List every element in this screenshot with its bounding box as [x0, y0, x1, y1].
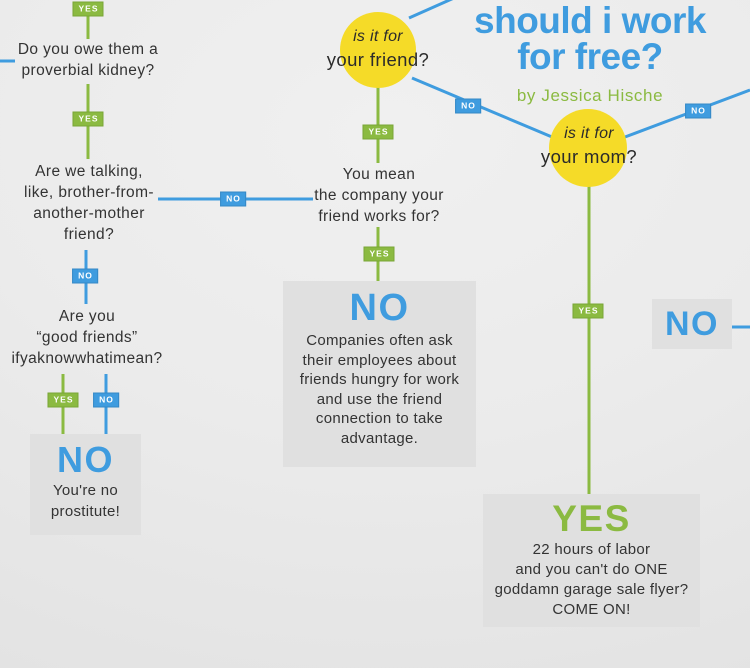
line-friend-no-mom: [411, 76, 553, 139]
poster-byline: by Jessica Hische: [516, 86, 664, 105]
badge-yes-top-left: YES: [72, 1, 104, 17]
question-good-friends: Are you “good friends” ifyaknowwhatimean…: [11, 308, 163, 367]
question-brother: Are we talking, like, brother-from- anot…: [24, 163, 154, 243]
mom-circle-label: is it for your mom?: [509, 125, 669, 168]
badge-no-good-friends: NO: [93, 392, 119, 408]
mom-decision-circle: [549, 109, 627, 187]
friend-circle-prefix: is it for: [353, 28, 403, 45]
line-friend-circle-up: [408, 0, 454, 20]
mom-yes-note: 22 hours of labor and you can't do ONE g…: [494, 541, 689, 618]
poster-title: should i work for free?: [474, 0, 706, 77]
outcome-box-offscreen-no: NO: [652, 299, 732, 349]
question-company: You mean the company your friend works f…: [314, 166, 444, 225]
friend-circle-question: your friend?: [326, 49, 430, 70]
prostitute-verdict: NO: [57, 439, 114, 480]
outcome-box-prostitute: NO You're no prostitute!: [30, 434, 141, 535]
outcome-box-companies: NO Companies often ask their employees a…: [283, 281, 476, 467]
mom-yes-verdict: YES: [552, 498, 631, 539]
outcome-box-mom-yes: YES 22 hours of labor and you can't do O…: [483, 494, 700, 627]
badge-yes-friend: YES: [362, 124, 394, 140]
friend-circle-label: is it for your friend?: [298, 28, 458, 71]
offscreen-no-verdict: NO: [665, 305, 719, 343]
badge-no-friend-mom: NO: [455, 98, 481, 114]
badge-yes-mom: YES: [572, 303, 604, 319]
badge-no-brother: NO: [72, 268, 98, 284]
badge-no-brother-company: NO: [220, 191, 246, 207]
companies-verdict: NO: [349, 287, 410, 329]
poster-title-block: should i work for free? by Jessica Hisch…: [450, 0, 730, 106]
question-kidney: Do you owe them a proverbial kidney?: [17, 41, 159, 79]
badge-yes-kidney: YES: [72, 111, 104, 127]
companies-note: Companies often ask their employees abou…: [299, 332, 460, 447]
badge-yes-good-friends: YES: [47, 392, 79, 408]
friend-decision-circle: [340, 12, 416, 88]
badge-no-mom-right: NO: [685, 103, 711, 119]
prostitute-note: You're no prostitute!: [50, 482, 121, 520]
badge-yes-company: YES: [363, 246, 395, 262]
mom-circle-prefix: is it for: [564, 125, 614, 142]
mom-circle-question: your mom?: [540, 146, 638, 167]
